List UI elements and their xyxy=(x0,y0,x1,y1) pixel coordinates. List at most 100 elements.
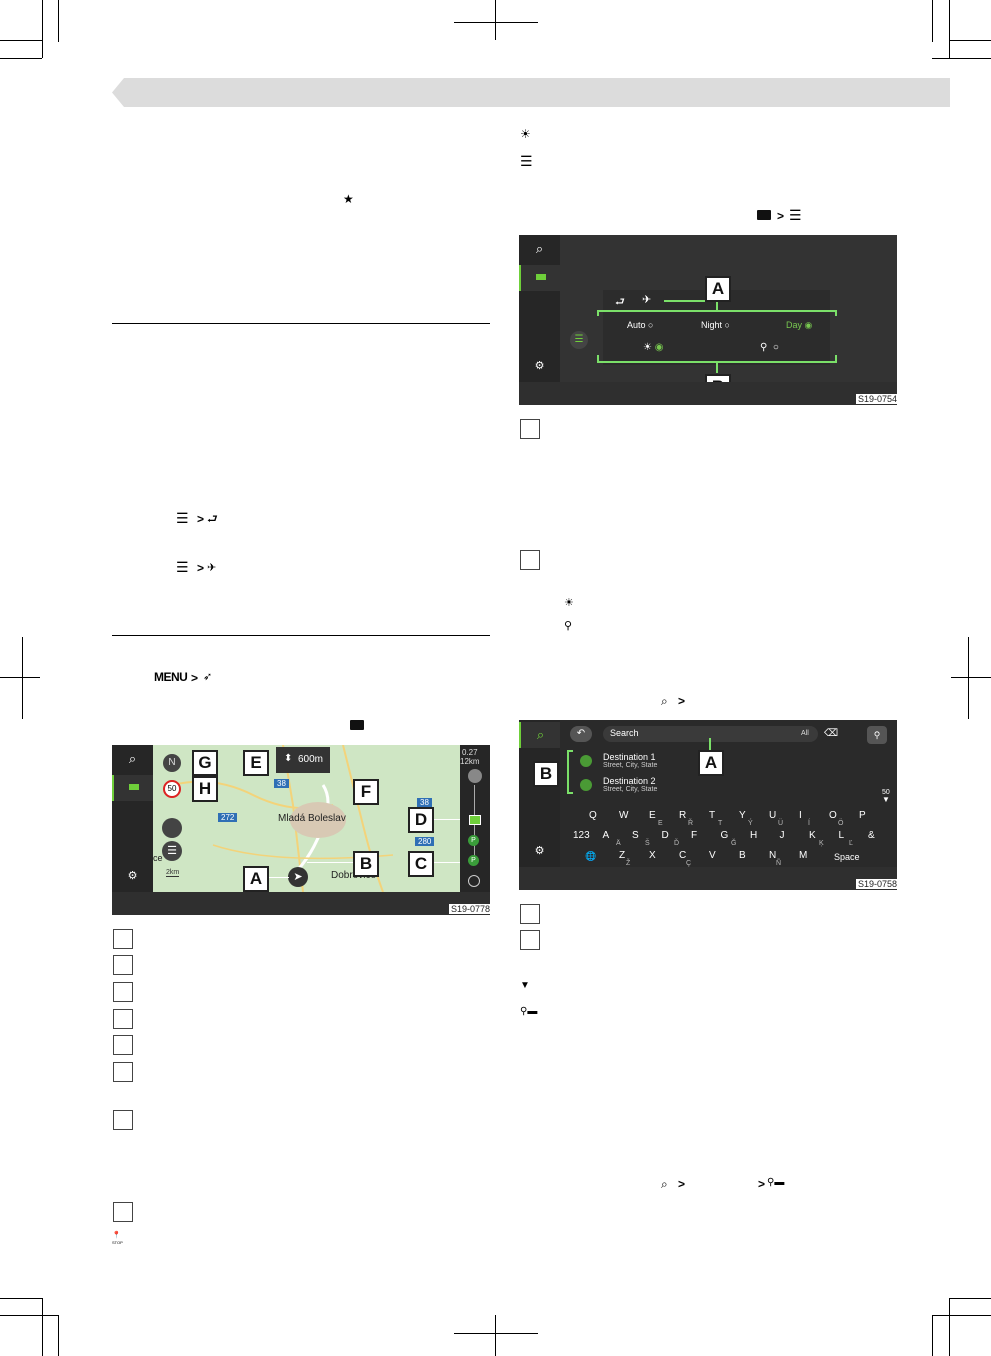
keyboard-key[interactable]: E xyxy=(649,810,656,821)
map-tab[interactable] xyxy=(519,265,560,291)
map-tab[interactable] xyxy=(112,775,153,801)
keyboard-key[interactable]: K xyxy=(809,830,816,841)
keyboard-key-alt: Ľ xyxy=(849,840,853,847)
settings-icon[interactable]: ⚙ xyxy=(534,360,545,372)
space-key[interactable]: Space xyxy=(834,852,860,862)
crop-mark xyxy=(0,58,42,59)
nav-search-icon: ⌕ xyxy=(661,1177,668,1191)
crop-mark xyxy=(949,1298,950,1356)
chevron-down-icon[interactable]: ▼ xyxy=(882,795,890,804)
keyboard-key[interactable]: H xyxy=(750,830,758,841)
option-night[interactable]: Night ○ xyxy=(701,320,730,330)
keyboard-key[interactable]: O xyxy=(829,810,837,821)
crop-mark xyxy=(932,0,933,42)
section-divider xyxy=(112,635,490,636)
crop-mark xyxy=(932,1315,991,1316)
route-icon[interactable]: ⮐ xyxy=(615,296,625,308)
keyboard-key-alt: Ď xyxy=(674,840,680,847)
callout-bracket xyxy=(567,792,573,794)
scale-bottom: 12km xyxy=(460,757,480,766)
keyboard-key[interactable]: T xyxy=(709,810,716,821)
stop-icon[interactable] xyxy=(468,769,482,783)
destination-title[interactable]: Destination 1 xyxy=(603,752,656,762)
callout-a: A xyxy=(243,866,269,892)
keyboard-key[interactable]: N xyxy=(769,850,777,861)
keyboard-key[interactable]: Q xyxy=(589,810,597,821)
keyboard-key[interactable]: & xyxy=(868,830,875,841)
keyboard-key-alt: Š xyxy=(645,840,650,847)
navigation-arrow-icon: ➶ xyxy=(203,671,213,683)
keyboard-key[interactable]: X xyxy=(649,850,656,861)
brightness-option[interactable]: ☀ ◉ xyxy=(643,342,664,353)
crop-mark xyxy=(932,58,991,59)
callout-bracket xyxy=(835,355,837,361)
keyboard-key-alt: Ķ xyxy=(819,840,824,847)
nav-search-tab[interactable]: ⌕ xyxy=(519,722,560,748)
nav-search-icon[interactable]: ⌕ xyxy=(535,241,544,256)
keyboard-key[interactable]: W xyxy=(619,810,629,821)
destination-subtitle: Street, City, State xyxy=(603,762,658,769)
add-destination-icon: ⚲▬ xyxy=(767,1177,785,1188)
keyboard-key[interactable]: S xyxy=(632,830,639,841)
keyboard-key[interactable]: B xyxy=(739,850,746,861)
keyboard-key[interactable]: I xyxy=(799,810,802,821)
result-count: 50 xyxy=(882,789,890,796)
settings-icon[interactable]: ⚙ xyxy=(127,870,138,882)
destination-title[interactable]: Destination 2 xyxy=(603,776,656,786)
road-number: 272 xyxy=(218,813,238,822)
poi-option[interactable]: ⚲ ○ xyxy=(760,342,779,353)
keyboard-key[interactable]: A xyxy=(602,830,610,841)
distance-value: 600m xyxy=(298,754,324,765)
keyboard-key[interactable]: F xyxy=(691,830,698,841)
keyboard-key[interactable]: Y xyxy=(739,810,746,821)
list-button[interactable]: ☰ xyxy=(162,841,182,861)
add-destination-button[interactable]: ⚲ xyxy=(867,726,887,744)
keyboard-key[interactable]: D xyxy=(661,830,669,841)
back-button[interactable]: ↶ xyxy=(570,726,592,742)
keyboard-key[interactable]: P xyxy=(859,810,866,821)
all-filter[interactable]: All xyxy=(801,730,809,737)
callout-b: B xyxy=(353,851,379,877)
delete-key[interactable]: ⌫ xyxy=(824,728,839,739)
callout-leader xyxy=(716,301,718,310)
arrow-separator: > xyxy=(758,1177,766,1191)
keyboard-key[interactable]: C xyxy=(679,850,687,861)
keyboard-key-alt: E xyxy=(658,820,663,827)
list-button[interactable]: ☰ xyxy=(570,331,588,349)
keyboard-key-alt: Ö xyxy=(838,820,844,827)
satellite-icon[interactable]: ✈ xyxy=(642,294,652,306)
town-label: Mladá Boleslav xyxy=(278,813,346,824)
callout-a: A xyxy=(705,276,731,302)
callout-leader xyxy=(434,819,460,820)
destination-subtitle: Street, City, State xyxy=(603,786,658,793)
callout-leader xyxy=(716,363,718,373)
callout-leader xyxy=(307,862,353,863)
keyboard-key[interactable]: U xyxy=(769,810,777,821)
option-auto[interactable]: Auto ○ xyxy=(627,320,654,330)
compass-icon[interactable]: N xyxy=(163,754,181,772)
keyboard-key[interactable]: M xyxy=(799,850,808,861)
keyboard-key[interactable]: L xyxy=(838,830,845,841)
bottom-bar xyxy=(112,892,490,915)
settings-icon[interactable]: ⚙ xyxy=(534,845,545,857)
globe-icon[interactable]: 🌐 xyxy=(585,851,597,861)
recenter-icon[interactable] xyxy=(468,875,480,887)
layers-icon[interactable] xyxy=(162,818,182,838)
bottom-bar xyxy=(519,867,897,890)
search-field[interactable]: Search All xyxy=(603,726,818,742)
nav-search-icon[interactable]: ⌕ xyxy=(128,751,137,766)
crop-mark xyxy=(495,0,496,40)
option-night-label: Night xyxy=(701,320,723,330)
satellite-icon: ✈ xyxy=(207,562,217,574)
keyboard-key[interactable]: R xyxy=(679,810,687,821)
keyboard-key[interactable]: Z xyxy=(619,850,626,861)
keyboard-key[interactable]: G xyxy=(720,830,729,841)
rail-marker xyxy=(469,815,481,825)
figure-code: S19-0754 xyxy=(856,394,900,404)
keyboard-key[interactable]: J xyxy=(779,830,785,841)
keyboard-key[interactable]: V xyxy=(709,850,716,861)
keyboard-key-alt: Í xyxy=(808,820,810,827)
keyboard-key[interactable]: 123 xyxy=(573,830,590,841)
crop-mark xyxy=(42,1298,43,1356)
option-day[interactable]: Day ◉ xyxy=(786,320,813,330)
